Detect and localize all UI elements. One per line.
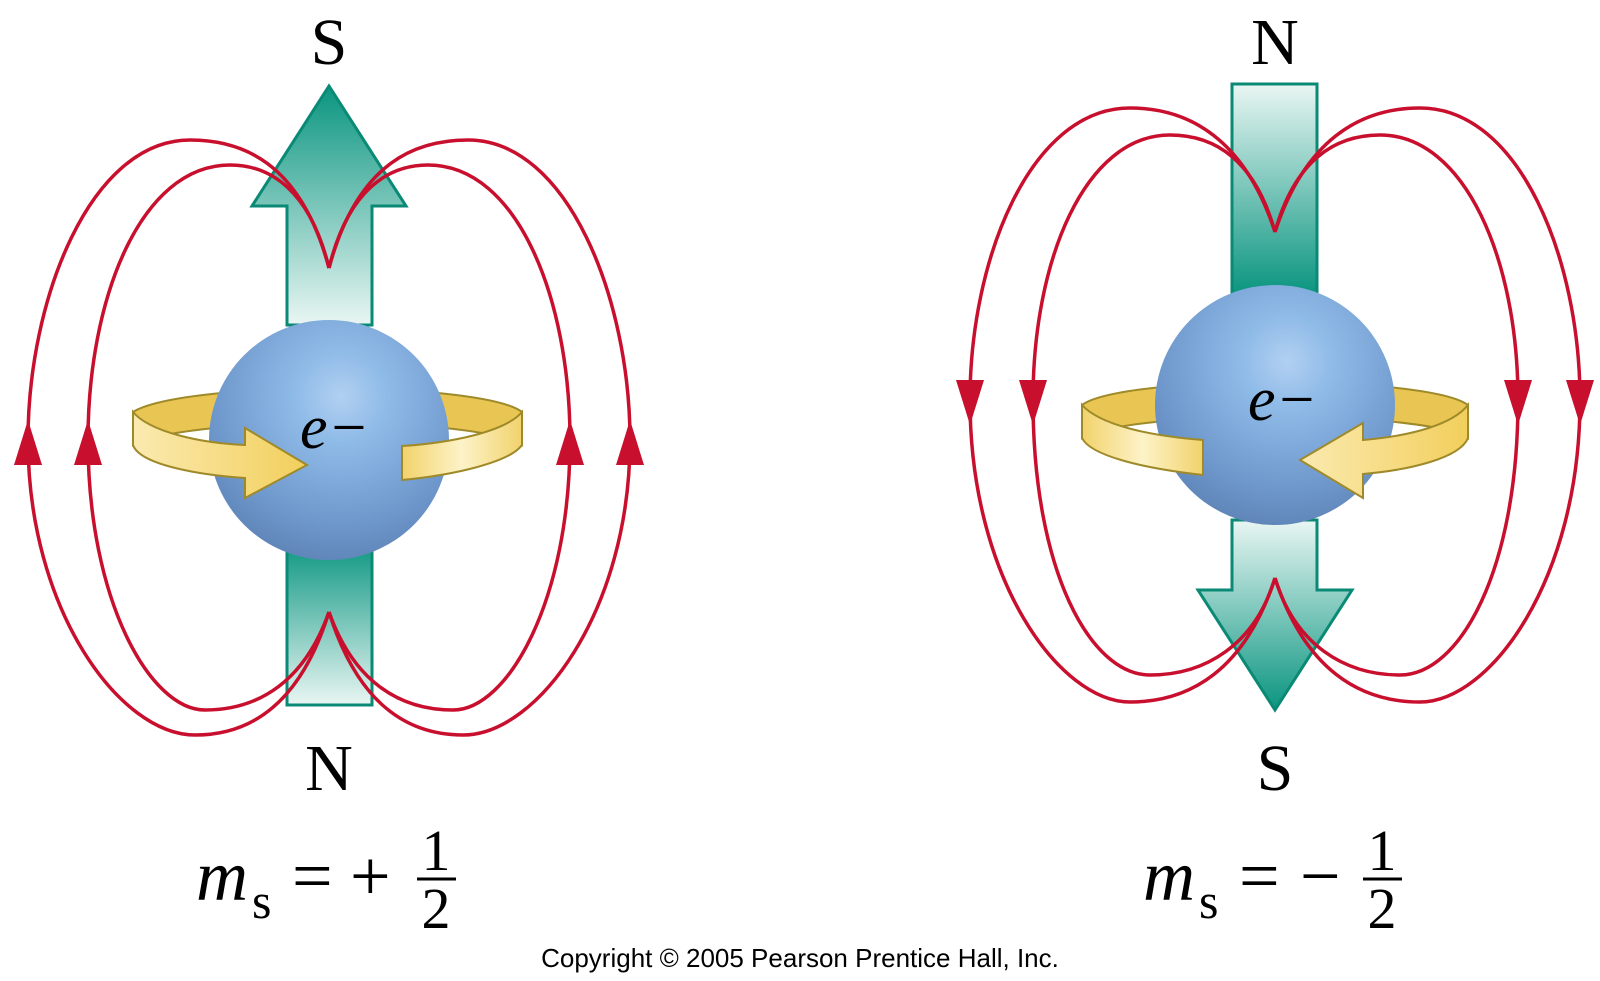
left-spin-ring-front-right (401, 409, 523, 482)
right-spin-equation: m s = − 1 2 (1143, 818, 1402, 941)
right-field-arrows (956, 380, 1594, 425)
right-arrow-tail (1230, 82, 1319, 296)
right-eq-sign: − (1300, 836, 1341, 916)
right-electron-label: e− (1248, 366, 1317, 434)
right-eq-numerator: 1 (1368, 818, 1397, 883)
right-eq-subscript: s (1199, 873, 1218, 929)
left-bottom-pole-label: N (305, 732, 353, 805)
left-eq-sign: + (350, 836, 391, 916)
left-field-arrows (14, 420, 644, 465)
left-eq-numerator: 1 (422, 818, 451, 883)
left-field-arrow-2 (74, 420, 102, 465)
left-field-arrow-3 (556, 420, 584, 465)
left-field-arrow-1 (14, 420, 42, 465)
right-field-arrow-2 (1019, 380, 1047, 425)
left-panel: e− S N m s = + 1 2 (14, 6, 644, 941)
right-field-arrow-3 (1504, 380, 1532, 425)
left-electron-label: e− (300, 394, 369, 462)
left-arrow-head (249, 83, 409, 327)
left-eq-subscript: s (252, 873, 271, 929)
left-spin-equation: m s = + 1 2 (196, 818, 456, 941)
right-panel: e− N S m s = − 1 2 (956, 6, 1594, 941)
right-eq-symbol: m (1143, 836, 1195, 916)
right-field-arrow-1 (956, 380, 984, 425)
right-spin-ring-front-right (1298, 402, 1469, 500)
left-eq-denominator: 2 (422, 876, 451, 941)
left-spin-ring-front-left (132, 409, 310, 500)
left-top-pole-label: S (311, 6, 348, 79)
right-spin-ring-front-left (1081, 402, 1204, 477)
left-field-arrow-4 (616, 420, 644, 465)
right-eq-equals: = (1239, 836, 1280, 916)
right-top-pole-label: N (1251, 6, 1299, 79)
left-eq-symbol: m (196, 836, 248, 916)
copyright-notice: Copyright © 2005 Pearson Prentice Hall, … (541, 943, 1059, 973)
right-eq-denominator: 2 (1368, 876, 1397, 941)
left-electron (209, 320, 449, 560)
right-arrow-head (1195, 518, 1355, 713)
left-arrow-tail (285, 538, 374, 707)
left-eq-equals: = (292, 836, 333, 916)
right-bottom-pole-label: S (1257, 732, 1294, 805)
right-field-arrow-4 (1566, 380, 1594, 425)
